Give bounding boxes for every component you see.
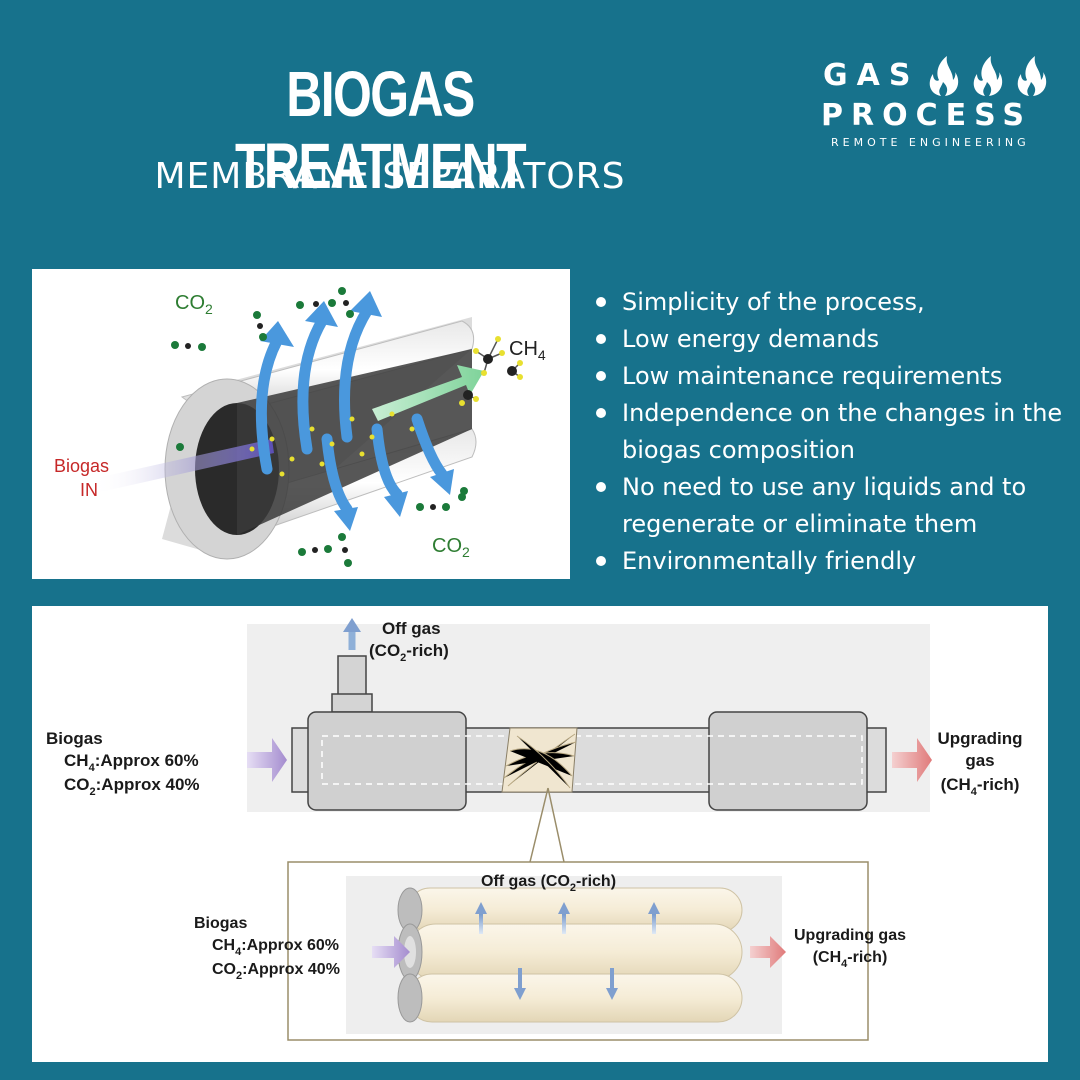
biogas-inflow-arrow [92, 439, 274, 493]
upgrading-ch4-label: (CH4-rich) [941, 775, 1020, 798]
co2-permeate-arrows-up [255, 305, 373, 475]
benefit-item: Independence on the changes in the bioga… [595, 395, 1075, 469]
inset-ch4-share-label: CH4:Approx 60% [212, 937, 339, 958]
ch4-molecule [459, 336, 523, 406]
inset-co2-share-label: CO2:Approx 40% [212, 961, 340, 982]
company-logo: GAS PROCESS REMOTE ENGINEERING [815, 52, 1055, 152]
inset-permeate-arrows [475, 902, 660, 1000]
inset-offgas-label: Off gas (CO2-rich) [481, 873, 616, 894]
inset-biogas-arrow [372, 936, 410, 968]
benefit-item: Simplicity of the process, [595, 284, 1075, 321]
ch4-outflow-arrow [372, 365, 484, 421]
biogas-in-label-1: Biogas [54, 456, 109, 476]
ch4-label: CH4 [509, 338, 546, 363]
benefit-item: No need to use any liquids and to regene… [595, 469, 1075, 543]
benefit-item: Environmentally friendly [595, 543, 1075, 580]
biogas-inlet-arrow [247, 738, 287, 782]
co2-label-bottom: CO2 [432, 535, 470, 560]
inset-frame [287, 861, 869, 1041]
hollow-fibers [397, 887, 743, 1023]
logo-line-gas: GAS [823, 58, 920, 93]
inset-upgrading-arrow [750, 936, 786, 968]
page-title: BIOGAS TREATMENT [234, 58, 527, 202]
co2-permeate-arrows-down [321, 413, 448, 515]
benefits-list: Simplicity of the process, Low energy de… [595, 284, 1075, 580]
flame-icon [929, 56, 1047, 96]
membrane-illustration: CO2 CH4 Biogas IN CO2 [32, 269, 570, 579]
logo-line-remote: REMOTE ENGINEERING [831, 136, 1030, 149]
inset-upgrading-ch4-label: (CH4-rich) [813, 949, 888, 970]
biogas-label: Biogas [46, 729, 103, 748]
upgrading-label-1: Upgrading [938, 729, 1023, 748]
co2-label-top: CO2 [175, 292, 213, 317]
inner-gas-particles [249, 411, 415, 477]
membrane-module-diagram: Off gas (CO2-rich) Biogas CH4:Approx 60%… [32, 606, 1048, 1062]
page-subtitle: MEMBRANE SEPARATORS [154, 156, 626, 197]
benefit-item: Low maintenance requirements [595, 358, 1075, 395]
ch4-share-label: CH4:Approx 60% [64, 751, 199, 774]
co2-molecules [171, 287, 468, 567]
offgas-pipe [337, 655, 367, 699]
benefit-item: Low energy demands [595, 321, 1075, 358]
module-end-cap-right [708, 711, 868, 811]
offgas-label: Off gas [382, 619, 441, 638]
upgrading-outlet-arrow [892, 738, 932, 782]
inset-upgrading-label: Upgrading gas [794, 927, 906, 944]
biogas-in-label-2: IN [80, 480, 98, 500]
upgrading-label-2: gas [965, 751, 994, 770]
module-end-cap-left [307, 711, 467, 811]
logo-line-process: PROCESS [821, 98, 1032, 133]
offgas-co2-label: (CO2-rich) [369, 641, 449, 664]
co2-share-label: CO2:Approx 40% [64, 775, 200, 798]
inset-biogas-label: Biogas [194, 915, 247, 932]
